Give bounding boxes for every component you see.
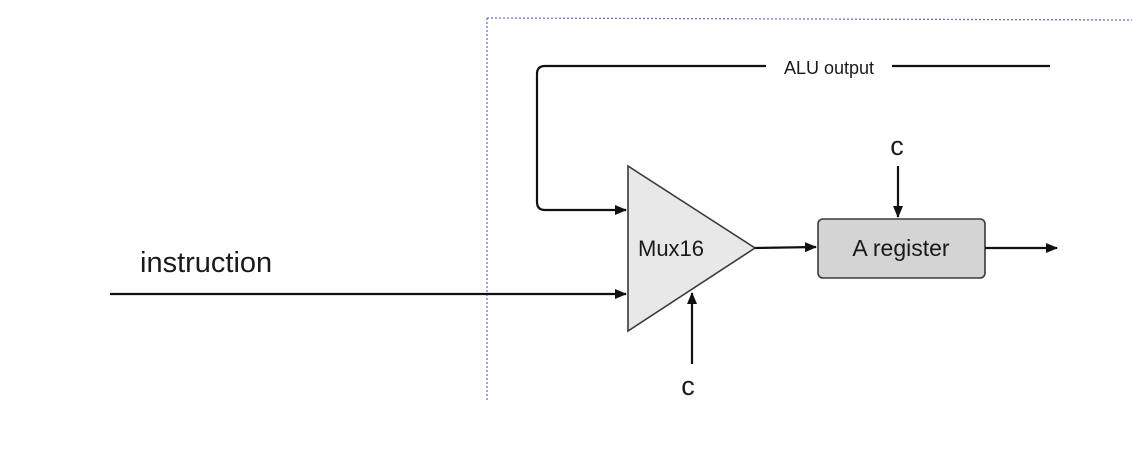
mux-control-label: c — [681, 371, 695, 401]
mux16-label: Mux16 — [638, 236, 704, 261]
register-control-label: c — [890, 131, 904, 161]
mux16-shape — [627, 164, 757, 333]
cpu-boundary — [486, 17, 1132, 402]
alu-output-feedback-wire — [535, 64, 1050, 215]
alu-output-label: ALU output — [784, 58, 874, 78]
instruction-label: instruction — [140, 247, 272, 279]
a-register-label: A register — [852, 235, 949, 261]
alu-output-label-background — [766, 54, 892, 78]
mux-to-register-wire — [754, 242, 817, 253]
